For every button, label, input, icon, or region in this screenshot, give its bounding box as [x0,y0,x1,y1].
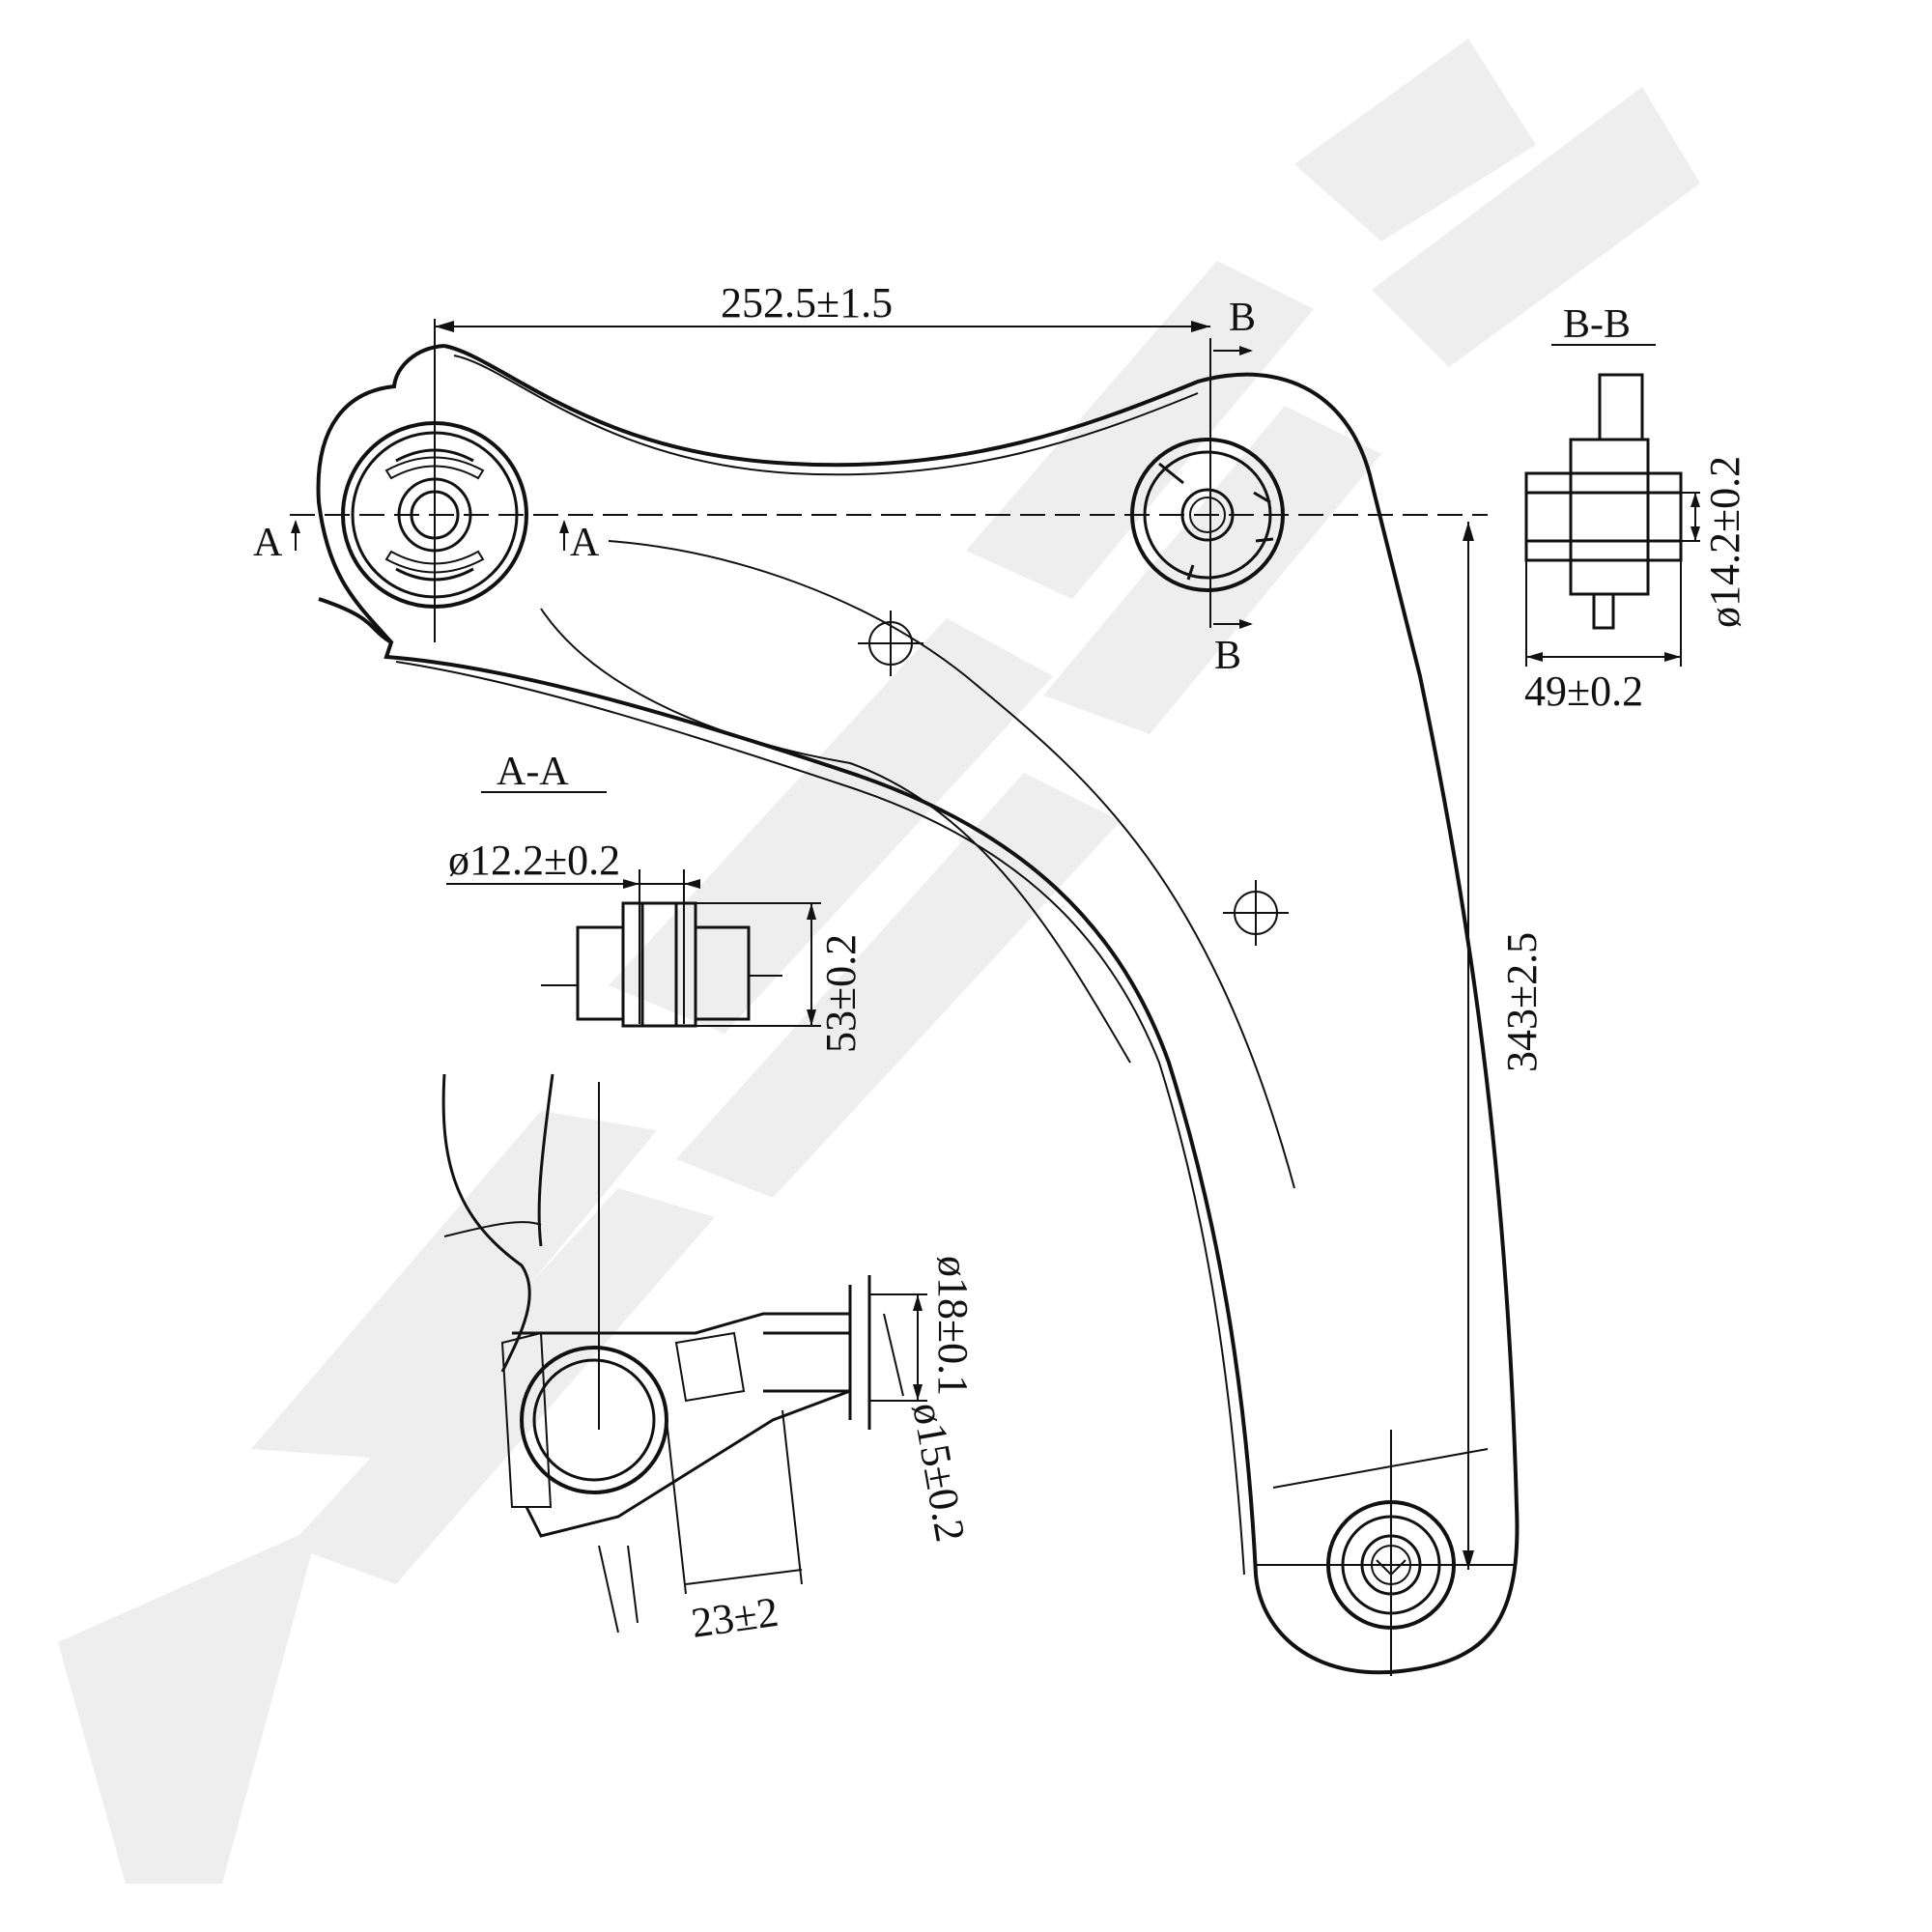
dia-122-dim-line [446,879,700,889]
dia-15-dim-line [883,1313,904,1397]
center-lines [290,319,1488,1676]
dia-122-label: ø12.2±0.2 [448,837,620,884]
dia-18-label: ø18±0.1 [929,1256,977,1396]
dia-142-dim-line [1681,492,1700,542]
section-bb-title: B-B [1563,302,1631,347]
ball-joint-view [441,1073,871,1634]
control-arm-outline [316,344,1520,1675]
cut-b-arrows [1213,346,1253,629]
dim-343-label: 343±2.5 [1498,932,1546,1072]
section-bb-view [1524,373,1683,630]
dim-343-line [1463,522,1474,1570]
watermark-logo [58,39,1700,1884]
section-aa-view [541,869,782,1028]
dia-142-label: ø14.2±0.2 [1701,456,1748,628]
dia-18-dim-line [869,1293,927,1402]
cut-b-bottom-label: B [1214,634,1241,678]
cut-a-left-label: A [253,521,283,565]
section-aa-title: A-A [497,750,569,794]
dim-49-label: 49±0.2 [1524,668,1643,715]
dim-23-label: 23±2 [689,1588,781,1647]
dim-23-line [666,1409,803,1595]
dim-252-label: 252.5±1.5 [721,279,893,327]
cut-b-top-label: B [1229,296,1256,340]
dim-252-line [435,321,1210,332]
dia-15-label: ø15±0.2 [903,1399,974,1545]
dim-49-line [1525,560,1682,667]
cut-a-right-label: A [570,521,600,565]
dim-53-label: 53±0.2 [817,934,865,1053]
dim-53-line [696,902,821,1027]
mount-holes [858,611,1289,946]
cut-a-arrows [291,520,569,551]
